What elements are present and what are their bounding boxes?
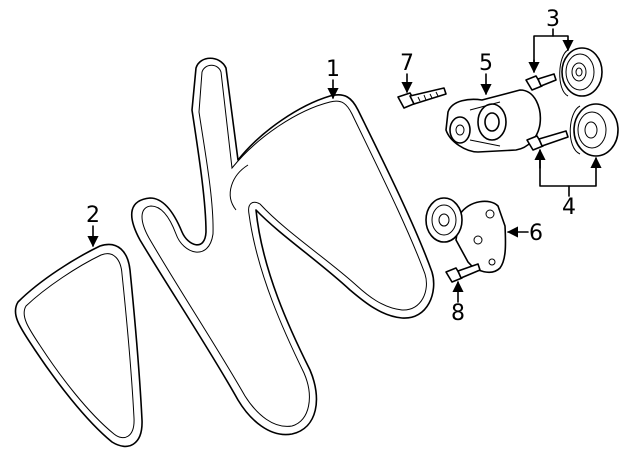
bolt-8[interactable] [445,263,481,283]
callout-3: 3 [546,7,560,32]
callout-5: 5 [479,51,493,76]
callout-7: 7 [400,51,414,76]
callout-2: 2 [86,203,100,228]
belt-tensioner-6[interactable] [425,197,507,274]
callout-4: 4 [562,195,576,220]
callout-1: 1 [326,57,340,82]
bolt-4[interactable] [526,130,569,151]
bolt-7[interactable] [397,87,447,109]
belt-tensioner-5[interactable] [445,89,542,153]
serpentine-belt-large[interactable] [131,57,435,436]
idler-pulley-4[interactable] [569,103,619,157]
bolt-3[interactable] [525,73,557,91]
callout-8: 8 [451,301,465,326]
callout-6: 6 [529,221,543,246]
serpentine-belt-small[interactable] [14,243,143,448]
leader-lines [87,28,602,303]
idler-pulley-3[interactable] [559,47,603,97]
